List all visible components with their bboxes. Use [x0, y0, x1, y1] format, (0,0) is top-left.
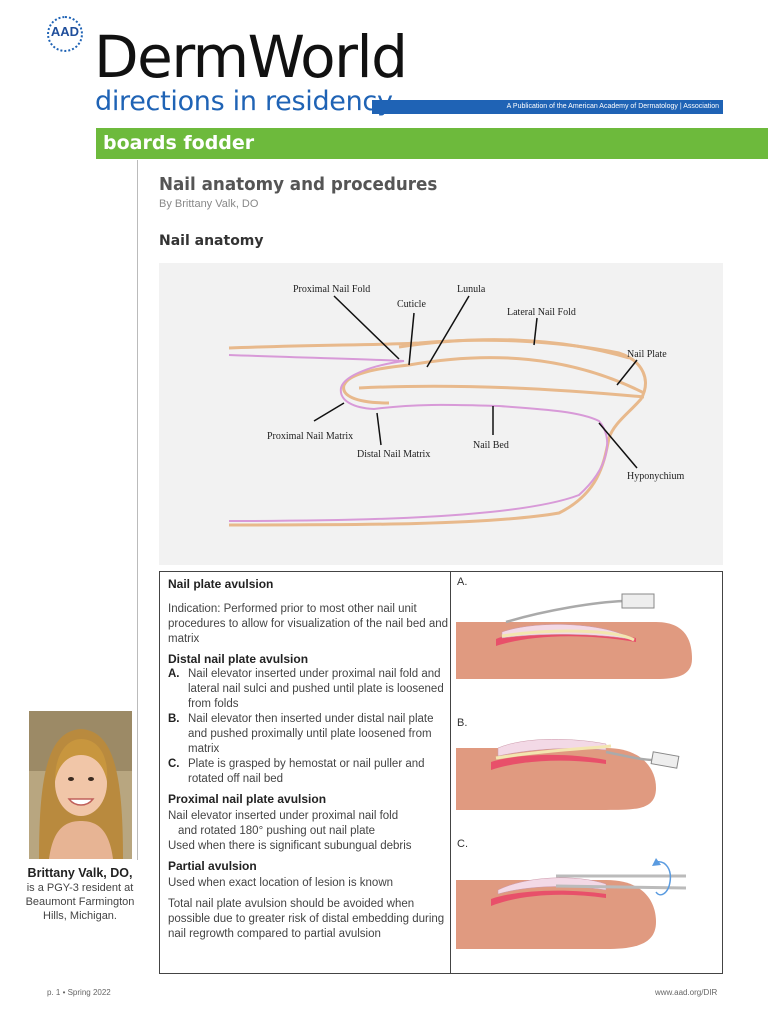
- label-distal-nail-matrix: Distal Nail Matrix: [357, 449, 430, 460]
- label-nail-bed: Nail Bed: [473, 440, 509, 451]
- nail-anatomy-diagram: Proximal Nail Fold Lunula Cuticle Latera…: [159, 263, 723, 565]
- step-text-c: Plate is grasped by hemostat or nail pul…: [188, 758, 425, 785]
- label-nail-plate: Nail Plate: [627, 349, 667, 360]
- label-lunula: Lunula: [457, 284, 486, 295]
- author-portrait: [29, 711, 132, 859]
- proximal-text-2: and rotated 180° pushing out nail plate: [178, 825, 376, 837]
- fig-c-hemostat: [555, 874, 687, 890]
- figure-label-a: A.: [457, 576, 468, 588]
- finger-dorsal-outline: [228, 338, 647, 527]
- anatomy-heading: Nail anatomy: [159, 233, 264, 249]
- footer-url: www.aad.org/DIR: [655, 988, 718, 997]
- leader-proximal-matrix: [313, 402, 345, 422]
- proximal-text-1: Nail elevator inserted under proximal na…: [168, 810, 399, 822]
- author-name: Brittany Valk, DO,: [27, 866, 133, 880]
- logo-text: AAD: [50, 24, 80, 39]
- distal-heading: Distal nail plate avulsion: [168, 652, 309, 666]
- fig-c-finger: [456, 880, 656, 949]
- proximal-text-3: Used when there is significant subungual…: [168, 840, 412, 852]
- fig-b-elevator: [495, 744, 612, 760]
- leader-distal-matrix: [376, 412, 382, 446]
- footer-page-info: p. 1 • Spring 2022: [47, 988, 111, 997]
- fig-c-matrix: [491, 890, 606, 906]
- publication-note: A Publication of the American Academy of…: [506, 103, 719, 110]
- figure-label-c: C.: [457, 838, 468, 850]
- indication-text: Indication: Performed prior to most othe…: [168, 603, 449, 645]
- step-text-b: Nail elevator then inserted under distal…: [188, 713, 434, 755]
- figure-c-illustration: [456, 858, 687, 949]
- label-hyponychium: Hyponychium: [627, 471, 684, 482]
- fig-a-elevator: [501, 629, 635, 642]
- avulsion-heading: Nail plate avulsion: [168, 577, 274, 591]
- logo-ring: [47, 16, 83, 52]
- procedure-box: Nail plate avulsion Indication: Performe…: [159, 571, 723, 974]
- proximal-fold-pocket: [342, 363, 410, 405]
- aad-logo: AAD: [44, 14, 88, 52]
- author-bio: is a PGY-3 resident at Beaumont Farmingt…: [25, 882, 135, 922]
- figure-a-illustration: [456, 593, 692, 679]
- step-marker-b: B.: [168, 713, 180, 725]
- partial-note: Total nail plate avulsion should be avoi…: [168, 898, 445, 940]
- figure-b-illustration: [456, 738, 680, 810]
- fig-b-matrix: [491, 754, 606, 770]
- distal-step-b: B. Nail elevator then inserted under dis…: [168, 712, 448, 757]
- fig-a-instrument-handle: [621, 593, 655, 609]
- nail-plate-lower: [358, 384, 645, 399]
- distal-step-a: A. Nail elevator inserted under proximal…: [168, 667, 448, 712]
- section-title: boards fodder: [103, 132, 255, 154]
- nail-anatomy-svg: Proximal Nail Fold Lunula Cuticle Latera…: [228, 284, 684, 527]
- partial-text: Used when exact location of lesion is kn…: [168, 877, 394, 889]
- article-byline: By Brittany Valk, DO: [159, 198, 259, 210]
- leader-proximal-fold: [333, 295, 400, 360]
- label-cuticle: Cuticle: [397, 299, 426, 310]
- fig-b-instrument-handle: [650, 751, 680, 769]
- matrix-pink-line: [228, 354, 609, 522]
- label-proximal-nail-fold: Proximal Nail Fold: [293, 284, 370, 295]
- fig-b-nail-plate: [497, 738, 607, 757]
- leader-cuticle: [408, 312, 415, 366]
- publication-bar: A Publication of the American Academy of…: [372, 100, 723, 114]
- section-band: boards fodder: [96, 128, 768, 159]
- figure-label-b: B.: [457, 717, 468, 729]
- leader-hyponychium: [598, 422, 638, 469]
- lateral-fold-line: [398, 338, 630, 360]
- leader-nail-plate: [616, 359, 638, 386]
- leader-lateral-fold: [533, 317, 538, 346]
- step-marker-c: C.: [168, 758, 180, 770]
- step-marker-a: A.: [168, 668, 180, 680]
- partial-heading: Partial avulsion: [168, 859, 257, 873]
- box-divider: [450, 572, 451, 973]
- step-text-a: Nail elevator inserted under proximal na…: [188, 668, 444, 710]
- fig-c-nail-plate: [497, 877, 607, 895]
- procedure-text-column: Nail plate avulsion Indication: Performe…: [168, 577, 448, 942]
- leader-lunula: [426, 295, 470, 368]
- fig-b-instrument-shaft: [605, 750, 655, 762]
- proximal-heading: Proximal nail plate avulsion: [168, 792, 327, 806]
- column-divider: [137, 160, 138, 860]
- author-caption: Brittany Valk, DO, is a PGY-3 resident a…: [24, 866, 136, 923]
- article-title: Nail anatomy and procedures: [159, 174, 438, 195]
- brand-title: DermWorld: [94, 23, 408, 91]
- fig-a-instrument-shaft: [505, 599, 625, 624]
- fig-c-arrow-head: [652, 858, 661, 866]
- nail-plate-upper: [408, 356, 645, 395]
- label-lateral-nail-fold: Lateral Nail Fold: [507, 307, 576, 318]
- author-photo: [29, 711, 132, 859]
- label-proximal-nail-matrix: Proximal Nail Matrix: [267, 431, 353, 442]
- distal-step-c: C. Plate is grasped by hemostat or nail …: [168, 757, 448, 787]
- brand-subtitle: directions in residency: [95, 86, 393, 117]
- fig-c-rotation-arrow: [655, 861, 672, 896]
